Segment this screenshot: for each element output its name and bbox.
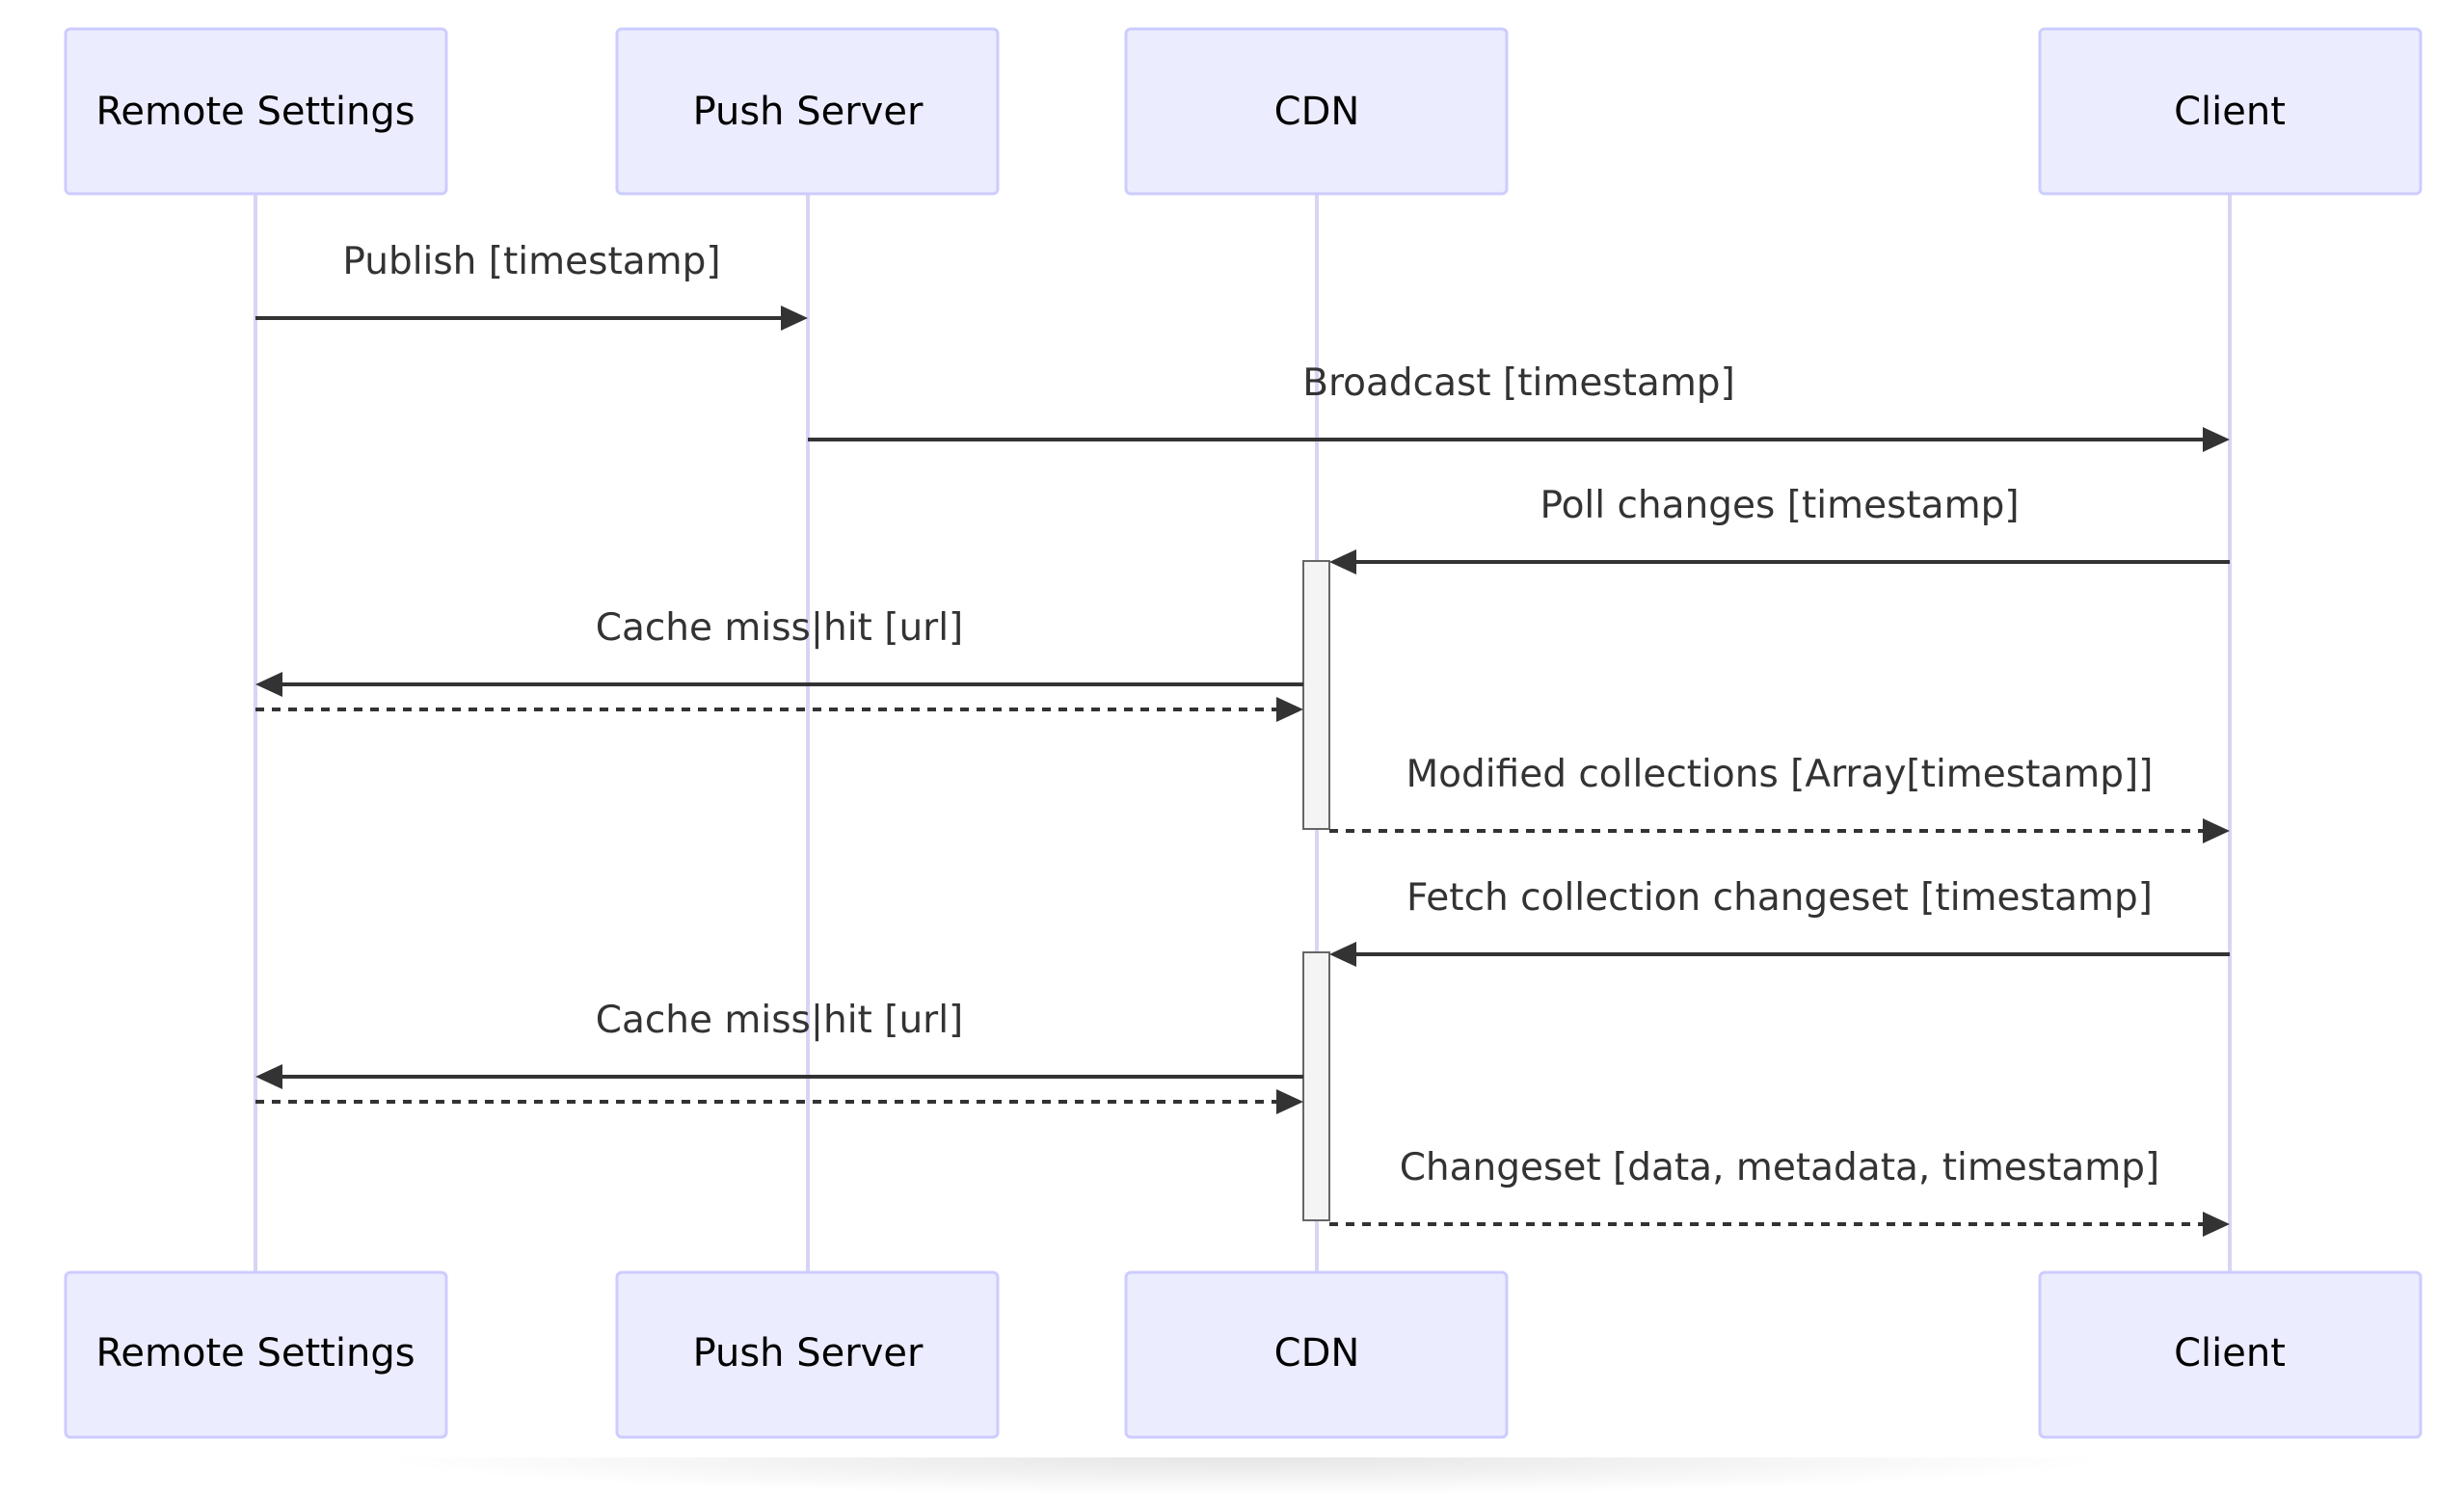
actor-remote-settings-top[interactable]: Remote Settings xyxy=(64,27,448,196)
cdn-activation-2 xyxy=(1302,951,1330,1221)
message-label-1: Publish [timestamp] xyxy=(342,240,720,283)
arrowhead-3 xyxy=(1329,549,1356,574)
arrowhead-1 xyxy=(781,306,808,331)
cdn-activation-1 xyxy=(1302,560,1330,830)
top-actors: Remote Settings Push Server CDN Client xyxy=(64,27,2423,196)
arrowhead-10 xyxy=(2203,1212,2230,1237)
actor-remote-settings-bottom[interactable]: Remote Settings xyxy=(64,1270,448,1439)
arrowhead-7 xyxy=(1329,942,1356,967)
actor-client-top[interactable]: Client xyxy=(2038,27,2423,196)
actor-label: Client xyxy=(2174,1331,2286,1376)
arrowhead-9 xyxy=(1276,1089,1303,1114)
actor-label: Client xyxy=(2174,90,2286,134)
actor-label: CDN xyxy=(1274,90,1360,134)
actor-client-bottom[interactable]: Client xyxy=(2038,1270,2423,1439)
message-label-4: Cache miss|hit [url] xyxy=(596,606,964,650)
actor-label: Push Server xyxy=(693,90,924,134)
message-label-10: Changeset [data, metadata, timestamp] xyxy=(1400,1146,2160,1189)
message-label-8: Cache miss|hit [url] xyxy=(596,999,964,1042)
messages: Publish [timestamp] Broadcast [timestamp]… xyxy=(255,240,2230,1237)
activations xyxy=(1302,560,1330,1221)
actor-push-server-top[interactable]: Push Server xyxy=(615,27,1000,196)
actor-label: Remote Settings xyxy=(95,90,415,134)
lifelines xyxy=(254,193,2232,1272)
actor-label: Push Server xyxy=(693,1331,924,1376)
actor-cdn-bottom[interactable]: CDN xyxy=(1124,1270,1509,1439)
actor-label: CDN xyxy=(1274,1331,1360,1376)
actor-label: Remote Settings xyxy=(95,1331,415,1376)
arrowhead-6 xyxy=(2203,818,2230,843)
message-label-2: Broadcast [timestamp] xyxy=(1302,361,1735,405)
arrowhead-5 xyxy=(1276,697,1303,722)
arrowhead-2 xyxy=(2203,427,2230,452)
actor-push-server-bottom[interactable]: Push Server xyxy=(615,1270,1000,1439)
arrowhead-8 xyxy=(255,1064,282,1089)
message-label-7: Fetch collection changeset [timestamp] xyxy=(1406,876,2153,920)
actor-cdn-top[interactable]: CDN xyxy=(1124,27,1509,196)
message-label-3: Poll changes [timestamp] xyxy=(1540,484,2019,527)
bottom-actors: Remote Settings Push Server CDN Client xyxy=(64,1270,2423,1439)
arrowhead-4 xyxy=(255,672,282,697)
bottom-shadow xyxy=(366,1457,2121,1496)
message-label-6: Modified collections [Array[timestamp]] xyxy=(1406,753,2154,796)
